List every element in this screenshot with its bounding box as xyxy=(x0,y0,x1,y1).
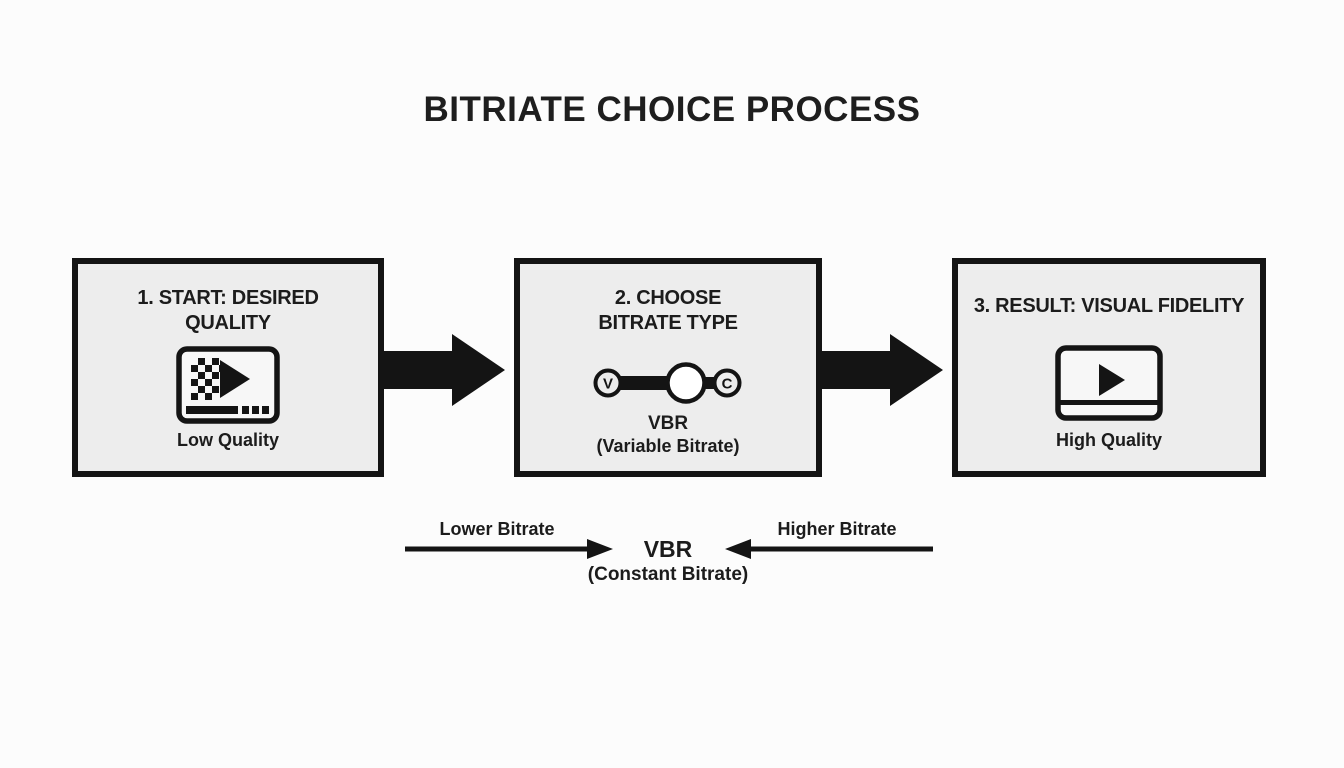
step-box-visual-fidelity: 3. RESULT: VISUAL FIDELITY High Quality xyxy=(952,258,1266,477)
step-caption: High Quality xyxy=(1055,430,1162,450)
diagram-title: BITRIATE CHOICE PROCESS xyxy=(423,90,921,129)
arrow-right-icon xyxy=(405,539,613,559)
step-box-desired-quality: 1. START: DESIRED QUALITY Low Quality xyxy=(72,258,384,477)
step-heading: 2. CHOOSE BITRATE TYPE xyxy=(598,287,738,334)
flow-arrow-icon xyxy=(822,334,943,406)
step-caption: VBR xyxy=(647,413,689,434)
high-quality-video-icon xyxy=(1055,345,1163,421)
step-heading: 3. RESULT: VISUAL FIDELITY xyxy=(973,295,1245,317)
slider-letter-v: V xyxy=(603,376,613,393)
step-heading: 1. START: DESIRED QUALITY xyxy=(137,287,319,334)
scale-center-sub-label: (Constant Bitrate) xyxy=(587,564,749,585)
step-caption: Low Quality xyxy=(176,430,279,450)
step-box-bitrate-type: 2. CHOOSE BITRATE TYPE V C VBR (Variable… xyxy=(514,258,822,477)
step-caption-sub: (Variable Bitrate) xyxy=(596,436,740,456)
vbr-cbr-slider-icon: V C xyxy=(593,362,742,404)
flow-arrow-icon xyxy=(384,334,505,406)
arrow-left-icon xyxy=(725,539,933,559)
higher-bitrate-label: Higher Bitrate xyxy=(777,519,897,539)
lower-bitrate-label: Lower Bitrate xyxy=(439,519,555,539)
low-quality-video-icon xyxy=(176,346,280,424)
slider-letter-c: C xyxy=(722,376,733,393)
scale-center-label: VBR xyxy=(643,536,693,562)
